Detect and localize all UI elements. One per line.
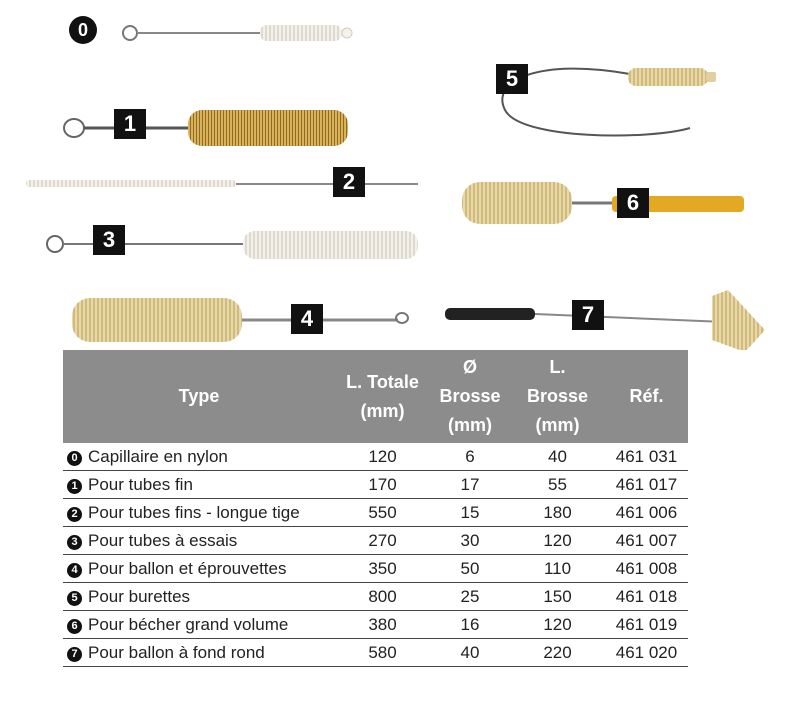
row-number-badge: 7 [67,646,82,662]
badge-3: 3 [93,225,125,255]
cell-brush-length: 150 [510,582,605,611]
cell-diameter: 30 [430,526,510,555]
badge-5: 5 [496,64,528,94]
cell-ref: 461 006 [605,498,688,527]
cell-type: 6 Pour bécher grand volume [63,610,335,639]
cell-ref: 461 018 [605,582,688,611]
cell-length: 350 [335,554,430,583]
cell-brush-length: 110 [510,554,605,583]
brush-4 [72,298,409,342]
cell-type: 5 Pour burettes [63,582,335,611]
cell-brush-length: 120 [510,610,605,639]
cell-ref: 461 020 [605,638,688,667]
row-number-badge: 1 [67,478,82,494]
cell-brush-length: 120 [510,526,605,555]
cell-ref: 461 008 [605,554,688,583]
row-number-badge: 4 [67,562,82,578]
brush-type-label: Pour burettes [88,586,191,606]
cell-length: 270 [335,526,430,555]
brushes-drawing [26,25,765,352]
brush-type-label: Pour ballon et éprouvettes [88,558,287,578]
badge-6: 6 [617,188,649,218]
brush-1 [63,110,348,146]
row-number-badge: 3 [67,534,82,550]
cell-diameter: 17 [430,470,510,499]
cell-length: 550 [335,498,430,527]
cell-diameter: 25 [430,582,510,611]
brush-type-label: Pour tubes fins - longue tige [88,502,300,522]
cell-brush-length: 180 [510,498,605,527]
cell-ref: 461 031 [605,443,688,471]
cell-diameter: 40 [430,638,510,667]
cell-length: 380 [335,610,430,639]
cell-diameter: 50 [430,554,510,583]
brush-0 [122,25,353,41]
cell-diameter: 16 [430,610,510,639]
cell-brush-length: 220 [510,638,605,667]
cell-length: 800 [335,582,430,611]
cell-length: 580 [335,638,430,667]
badge-7: 7 [572,300,604,330]
brush-type-label: Capillaire en nylon [88,446,228,466]
cell-type: 4 Pour ballon et éprouvettes [63,554,335,583]
brush-type-label: Pour ballon à fond rond [88,642,265,662]
cell-type: 3 Pour tubes à essais [63,526,335,555]
brush-type-label: Pour tubes fin [88,474,193,494]
brush-5 [501,67,716,137]
header-brush-length: L.Brosse(mm) [510,350,605,443]
row-number-badge: 2 [67,506,82,522]
cell-type: 2 Pour tubes fins - longue tige [63,498,335,527]
row-number-badge: 6 [67,618,82,634]
cell-brush-length: 55 [510,470,605,499]
row-number-badge: 5 [67,590,82,606]
header-length: L. Totale(mm) [335,350,430,443]
cell-diameter: 6 [430,443,510,471]
badge-2: 2 [333,167,365,197]
brush-7 [445,290,765,352]
badge-4: 4 [291,304,323,334]
brushes-illustration: 0 1 2 3 4 5 6 7 [0,0,800,352]
badge-1: 1 [114,109,146,139]
brush-type-label: Pour tubes à essais [88,530,238,550]
header-type: Type [63,350,335,443]
cell-length: 120 [335,443,430,471]
brush-6 [462,182,744,224]
cell-ref: 461 019 [605,610,688,639]
header-ref: Réf. [605,350,688,443]
cell-ref: 461 007 [605,526,688,555]
cell-type: 1 Pour tubes fin [63,470,335,499]
cell-brush-length: 40 [510,443,605,471]
cell-type: 7 Pour ballon à fond rond [63,638,335,667]
badge-0: 0 [69,16,97,44]
cell-type: 0 Capillaire en nylon [63,443,335,471]
row-number-badge: 0 [67,450,82,466]
cell-ref: 461 017 [605,470,688,499]
brush-2 [26,180,418,187]
cell-length: 170 [335,470,430,499]
cell-diameter: 15 [430,498,510,527]
brush-type-label: Pour bécher grand volume [88,614,289,634]
